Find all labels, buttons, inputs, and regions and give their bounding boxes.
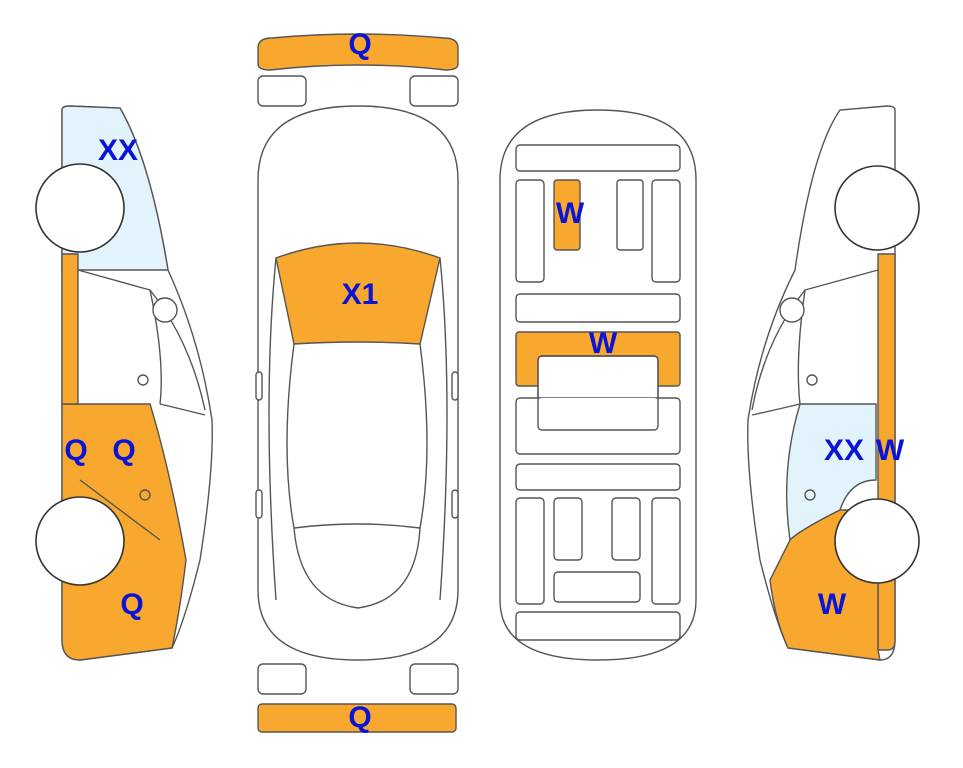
left-wheel-front — [35, 496, 125, 586]
left-door-handle-rear — [137, 374, 149, 386]
top-view — [255, 33, 459, 733]
right-wheel-rear — [834, 165, 920, 251]
roof-panel — [553, 179, 581, 251]
top-view-body — [257, 105, 459, 661]
right-door-handle-front — [804, 489, 816, 501]
left-door-handle-front — [139, 489, 151, 501]
label-right-front-fender: W — [818, 588, 847, 621]
label-right-rear-door: XX — [824, 434, 864, 467]
left-wheel-rear — [35, 163, 125, 253]
label-left-rear-upper: XX — [98, 134, 138, 167]
label-right-rear-door-edge: W — [876, 434, 905, 467]
right-door-handle-rear — [806, 374, 818, 386]
right-mirror — [779, 297, 805, 323]
rear-bumper-panel — [257, 703, 457, 733]
left-mirror — [152, 297, 178, 323]
label-left-rear-door-edge: Q — [64, 434, 87, 467]
right-wheel-front — [834, 498, 920, 584]
label-front-bumper: Q — [348, 28, 371, 61]
damage-labels: Q X1 Q XX Q Q Q W W XX W W — [64, 28, 905, 734]
headlight-left — [257, 75, 307, 107]
label-left-rear-door: Q — [112, 434, 135, 467]
label-rear-bumper: Q — [348, 701, 371, 734]
headlight-right — [409, 75, 459, 107]
taillight-right — [409, 663, 459, 695]
left-side-door-edge — [61, 253, 79, 405]
left-side-view — [35, 105, 213, 661]
label-roof-panel: W — [556, 197, 585, 230]
underside-view — [499, 109, 697, 661]
label-hood: X1 — [342, 278, 379, 311]
right-side-view — [747, 105, 920, 661]
label-roof-crossbar: W — [589, 327, 618, 360]
taillight-left — [257, 663, 307, 695]
label-left-front-fender: Q — [120, 588, 143, 621]
front-bumper-panel — [257, 33, 459, 71]
left-side-front-lower — [61, 403, 187, 661]
